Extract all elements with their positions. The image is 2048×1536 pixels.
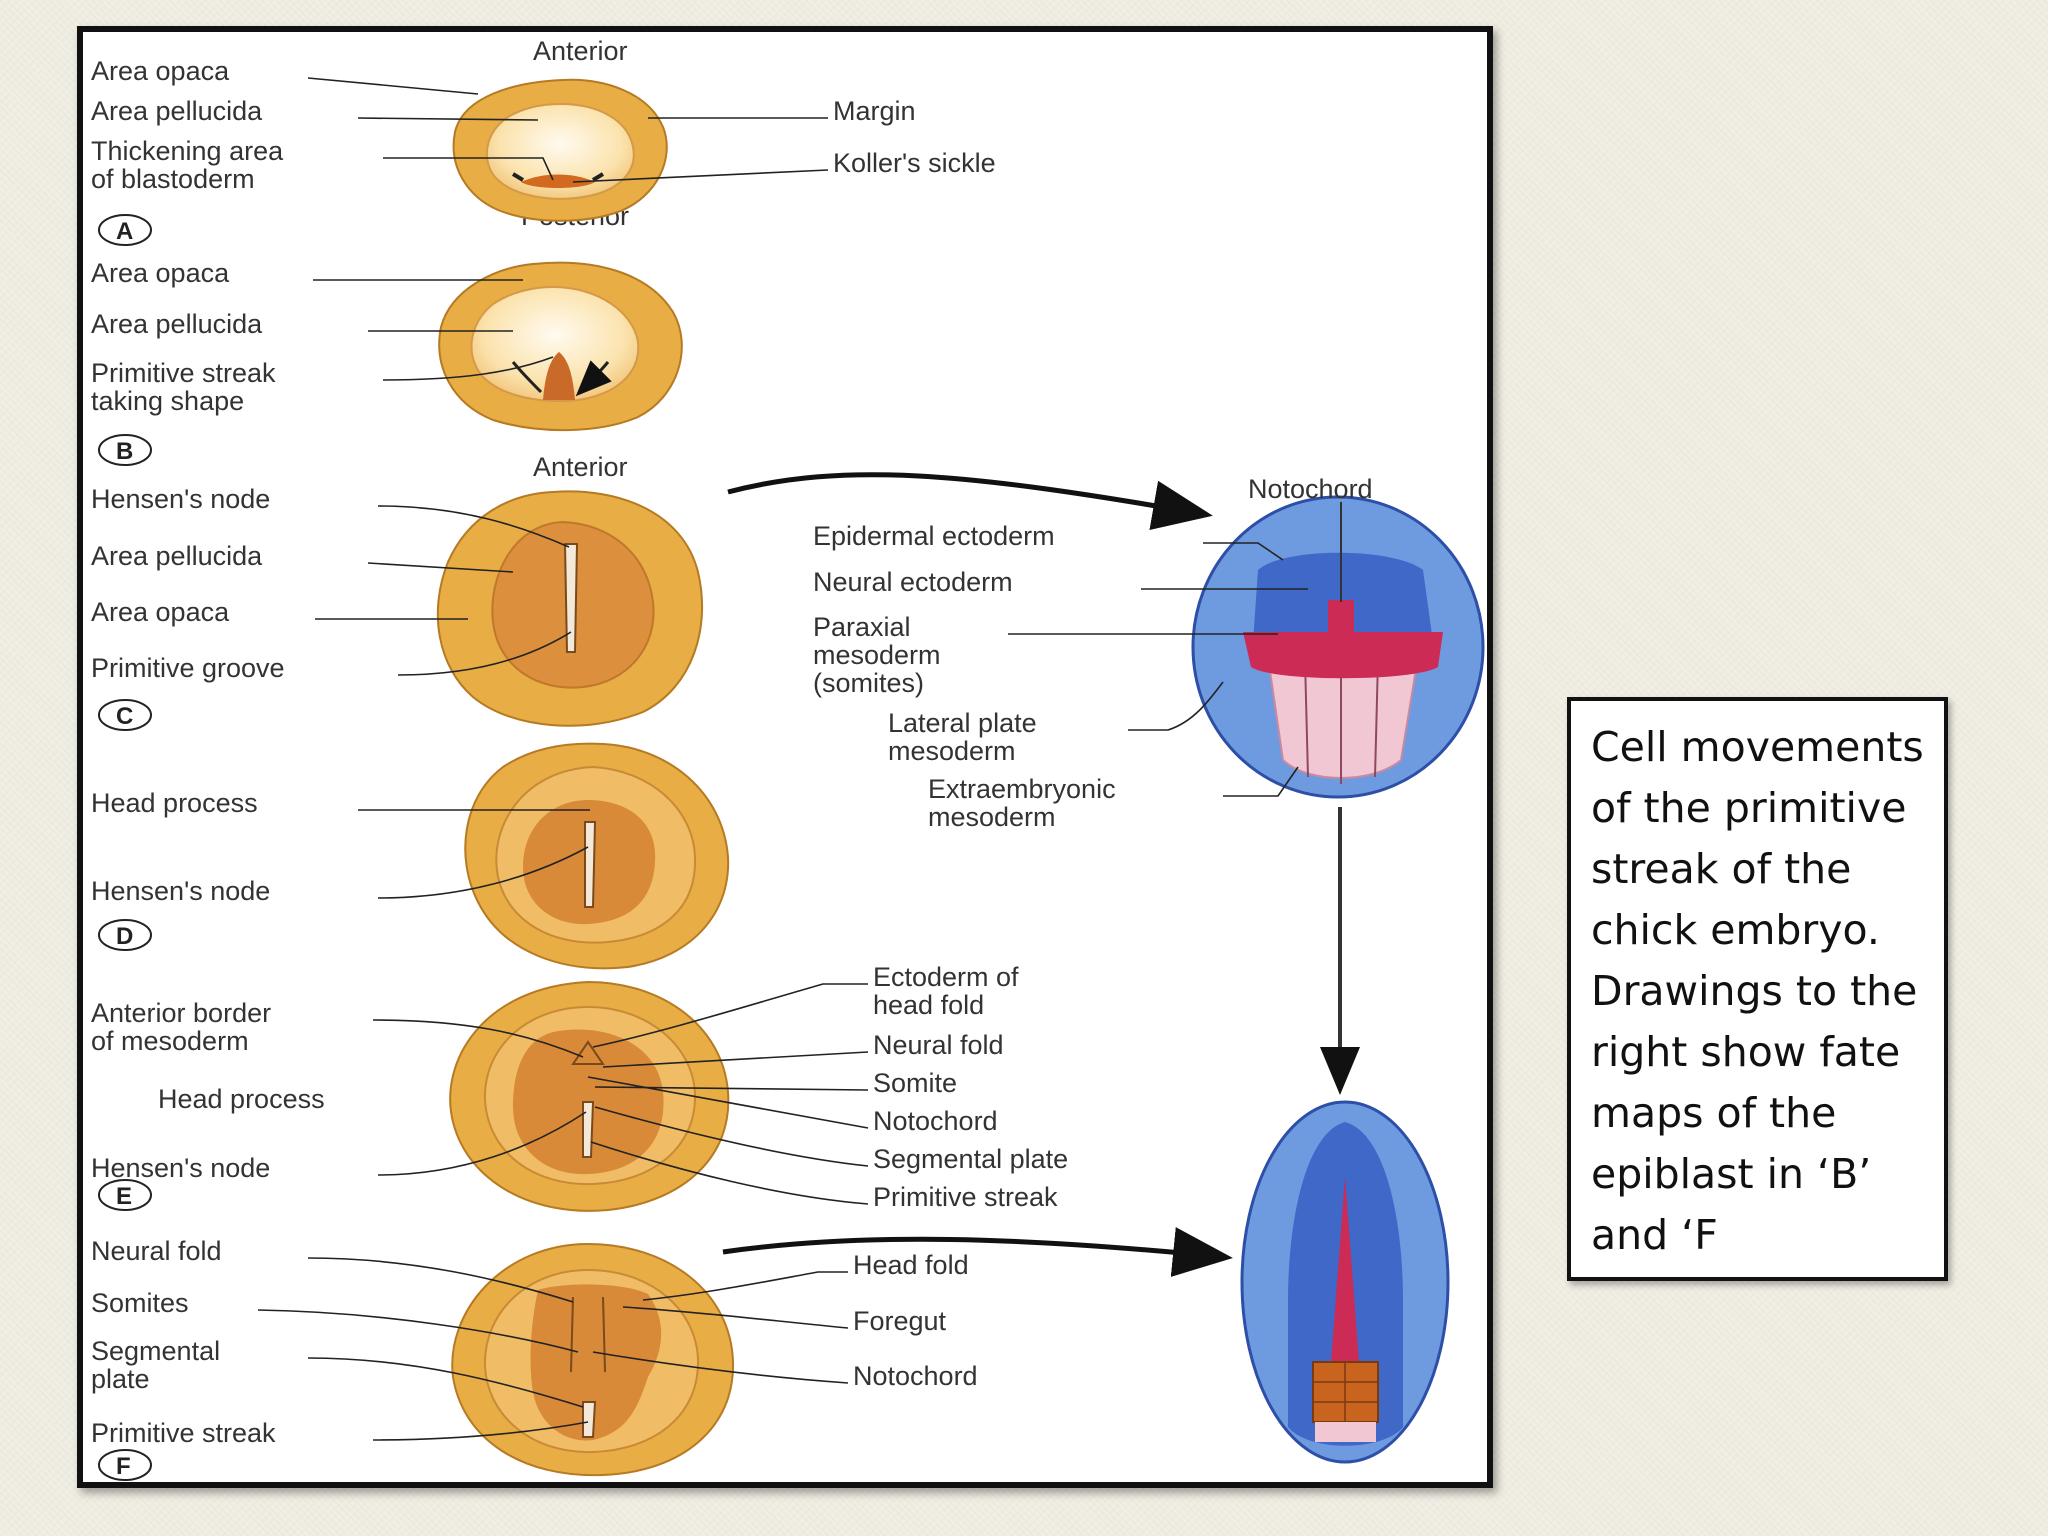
arrow-to-upper-fate-map (727, 472, 1213, 531)
label-lateral-plate: Lateral plate (888, 708, 1037, 738)
paraxial-mesoderm-region (1243, 632, 1443, 679)
plate-marker-b (98, 434, 152, 466)
label-area-pellucida-a: Area pellucida (91, 96, 263, 126)
plate-marker-a (98, 214, 152, 246)
label-anterior-border-e: Anterior border (91, 998, 271, 1028)
label-margin-a: Margin (833, 96, 916, 126)
label-segmental-f: Segmental (91, 1336, 220, 1366)
lower-notochord-region (1331, 1177, 1359, 1362)
label-epidermal-ectoderm: Epidermal ectoderm (813, 521, 1055, 551)
arrow-to-lower-fate-map (722, 1227, 1233, 1277)
fate-map-upper: Notochord Epidermal ectoderm Neural ecto… (813, 474, 1485, 832)
anterior-label-a: Anterior (533, 36, 628, 66)
plate-marker-f (98, 1449, 152, 1481)
label-extraembryonic-mesoderm: mesoderm (928, 802, 1056, 832)
primitive-streak-e (582, 1101, 595, 1158)
label-somites-parenthetical: (somites) (813, 668, 924, 698)
label-area-opaca-b: Area opaca (91, 258, 230, 288)
plate-marker-d (98, 919, 152, 951)
label-primitive-streak-e: Primitive streak (873, 1182, 1058, 1212)
label-extraembryonic: Extraembryonic (928, 774, 1116, 804)
label-notochord-fate: Notochord (1248, 474, 1373, 504)
plate-marker-e (98, 1179, 152, 1211)
anterior-label-c: Anterior (533, 452, 628, 482)
caption-text: Cell movements of the primitive streak o… (1591, 723, 1924, 1259)
label-primitive-streak-b: Primitive streak (91, 358, 276, 388)
label-hensens-node-e: Hensen's node (91, 1153, 270, 1183)
figure-panel: Anterior Posterior Area opaca Area pellu… (77, 26, 1493, 1488)
label-neural-fold-f: Neural fold (91, 1236, 222, 1266)
label-of-blastoderm-a: of blastoderm (91, 164, 255, 194)
label-foregut-f: Foregut (853, 1306, 947, 1336)
plate-letter-e: E (116, 1183, 132, 1210)
label-notochord-e: Notochord (873, 1106, 998, 1136)
stage-d: Head process Hensen's node D (91, 742, 730, 970)
plate-letter-c: C (116, 703, 133, 730)
stage-a: Anterior Posterior Area opaca Area pellu… (91, 36, 996, 246)
label-somite-e: Somite (873, 1068, 957, 1098)
lower-extraembryonic-region (1315, 1422, 1376, 1442)
label-neural-fold-e: Neural fold (873, 1030, 1004, 1060)
label-primitive-streak-f: Primitive streak (91, 1418, 276, 1448)
label-head-process-e: Head process (158, 1084, 325, 1114)
area-pellucida-a (486, 102, 635, 200)
label-head-process-d: Head process (91, 788, 258, 818)
label-lateral-plate-mesoderm: mesoderm (888, 736, 1016, 766)
label-plate-f: plate (91, 1364, 150, 1394)
label-somites-f: Somites (91, 1288, 189, 1318)
label-ectoderm-of-e: Ectoderm of (873, 962, 1019, 992)
primitive-groove-c (563, 543, 579, 653)
plate-marker-c (98, 699, 152, 731)
label-notochord-f: Notochord (853, 1361, 978, 1391)
plate-letter-f: F (116, 1453, 131, 1480)
kollers-sickle-a (521, 174, 595, 188)
label-hensens-node-c: Hensen's node (91, 484, 270, 514)
plate-letter-a: A (116, 218, 133, 245)
plate-letter-d: D (116, 923, 133, 950)
label-thickening-area-a: Thickening area (91, 136, 284, 166)
neural-ectoderm-region (1253, 552, 1433, 642)
stage-b: Area opaca Area pellucida Primitive stre… (91, 258, 683, 466)
label-head-fold-f: Head fold (853, 1250, 969, 1280)
label-head-fold-e: head fold (873, 990, 984, 1020)
label-primitive-groove-c: Primitive groove (91, 653, 285, 683)
stage-f: Neural fold Somites Segmental plate Prim… (91, 1236, 978, 1481)
label-area-pellucida-b: Area pellucida (91, 309, 263, 339)
label-kollers-sickle-a: Koller's sickle (833, 148, 996, 178)
label-paraxial-mesoderm: mesoderm (813, 640, 941, 670)
stage-c: Anterior Hensen's node Area pellucida Ar… (91, 452, 704, 731)
label-of-mesoderm-e: of mesoderm (91, 1026, 249, 1056)
primitive-streak-d (584, 821, 597, 908)
primitive-streak-f (582, 1401, 597, 1438)
label-paraxial: Paraxial (813, 612, 911, 642)
label-hensens-node-d: Hensen's node (91, 876, 270, 906)
fate-map-lower (1240, 1100, 1450, 1464)
plate-letter-b: B (116, 438, 133, 465)
label-area-pellucida-c: Area pellucida (91, 541, 263, 571)
stage-e: Anterior border of mesoderm Head process… (91, 962, 1068, 1212)
caption-box: Cell movements of the primitive streak o… (1567, 697, 1948, 1281)
label-taking-shape-b: taking shape (91, 386, 244, 416)
embryo-diagram: Anterior Posterior Area opaca Area pellu… (91, 36, 1485, 1481)
label-neural-ectoderm: Neural ectoderm (813, 567, 1013, 597)
notochord-region (1328, 600, 1354, 640)
label-area-opaca-a: Area opaca (91, 56, 230, 86)
label-segmental-plate-e: Segmental plate (873, 1144, 1068, 1174)
label-area-opaca-c: Area opaca (91, 597, 230, 627)
